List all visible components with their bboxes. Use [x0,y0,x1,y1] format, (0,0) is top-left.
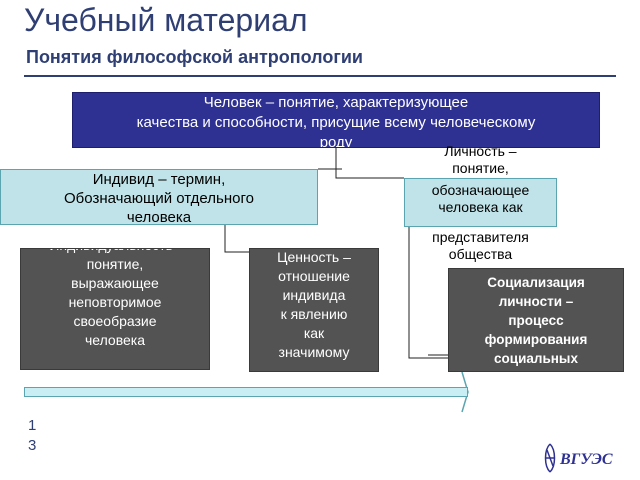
personality-concept-text: обозначающее человека как [431,182,530,215]
title-divider [24,75,616,77]
university-logo-icon: ВГУЭС [544,443,613,473]
individuality-concept-box: Индивидуальность– понятие, выражающее не… [20,248,210,370]
svg-text:ВГУЭС: ВГУЭС [559,451,613,468]
individ-concept-text: Индивид – термин, Обозначающий отдельног… [64,171,254,225]
individuality-concept-text: Индивидуальность– понятие, выражающее не… [49,249,180,348]
slide-title: Учебный материал [24,2,308,38]
bottom-bar [24,387,468,397]
page-number: 1 3 [28,417,37,454]
person-concept-box: Человек – понятие, характеризующее качес… [72,92,600,148]
personality-concept-text-top: Личность – понятие, [444,143,517,176]
person-concept-text: Человек – понятие, характеризующее качес… [136,94,536,148]
socialization-concept-box: Социализация личности – процесс формиров… [448,268,624,372]
individ-concept-box: Индивид – термин, Обозначающий отдельног… [0,169,318,225]
personality-concept-text-bottom: представителя общества [432,229,529,262]
personality-concept-box: обозначающее человека как [404,178,557,227]
socialization-concept-text: Социализация личности – процесс формиров… [484,275,588,366]
value-concept-box: Ценность – отношение индивида к явлению … [249,248,379,372]
slide-subtitle: Понятия философской антропологии [26,47,363,67]
value-concept-text: Ценность – отношение индивида к явлению … [277,249,351,360]
